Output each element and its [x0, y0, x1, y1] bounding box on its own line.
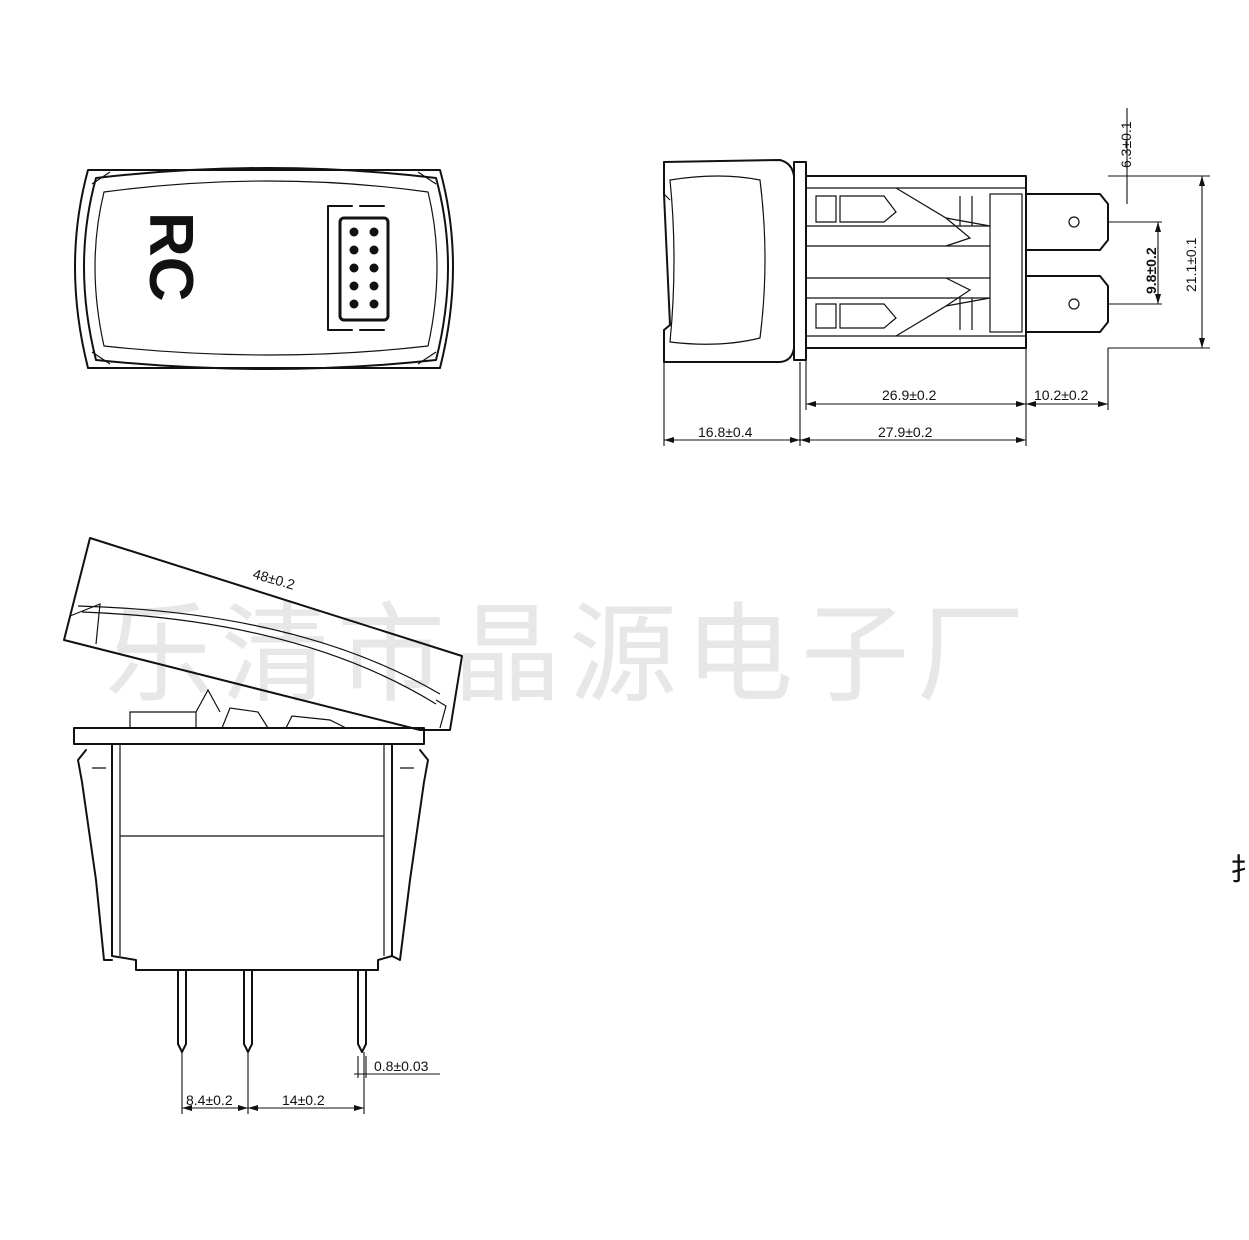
- dim-housing-length: 27.9±0.2: [878, 424, 933, 440]
- side-view: [663, 159, 1109, 363]
- connector-icon: [327, 205, 390, 331]
- dim-pin-thickness: 0.8±0.03: [374, 1058, 429, 1074]
- dim-body-length: 26.9±0.2: [882, 387, 937, 403]
- edge-glyph: 扌: [1230, 853, 1249, 888]
- rocker-side-view: [63, 537, 463, 1053]
- dim-rocker-length: 48±0.2: [251, 566, 297, 593]
- logo-rc: RC: [136, 212, 205, 302]
- dim-top-height: 6.3±0.1: [1118, 121, 1134, 168]
- dim-actuator-depth: 16.8±0.4: [698, 424, 753, 440]
- dim-pin-pitch: 9.8±0.2: [1143, 247, 1159, 294]
- dim-pin-spacing-2: 14±0.2: [282, 1092, 325, 1108]
- front-view: RC: [74, 167, 454, 370]
- watermark-text: 乐清市晶源电子厂: [105, 593, 1033, 718]
- dim-terminal-length: 10.2±0.2: [1034, 387, 1089, 403]
- dim-overall-height: 21.1±0.1: [1183, 237, 1199, 292]
- dim-pin-spacing-1: 8.4±0.2: [186, 1092, 233, 1108]
- side-view-dimensions: 6.3±0.1 21.1±0.1 9.8±0.2 26.9±0.2 10.2±0…: [663, 108, 1210, 446]
